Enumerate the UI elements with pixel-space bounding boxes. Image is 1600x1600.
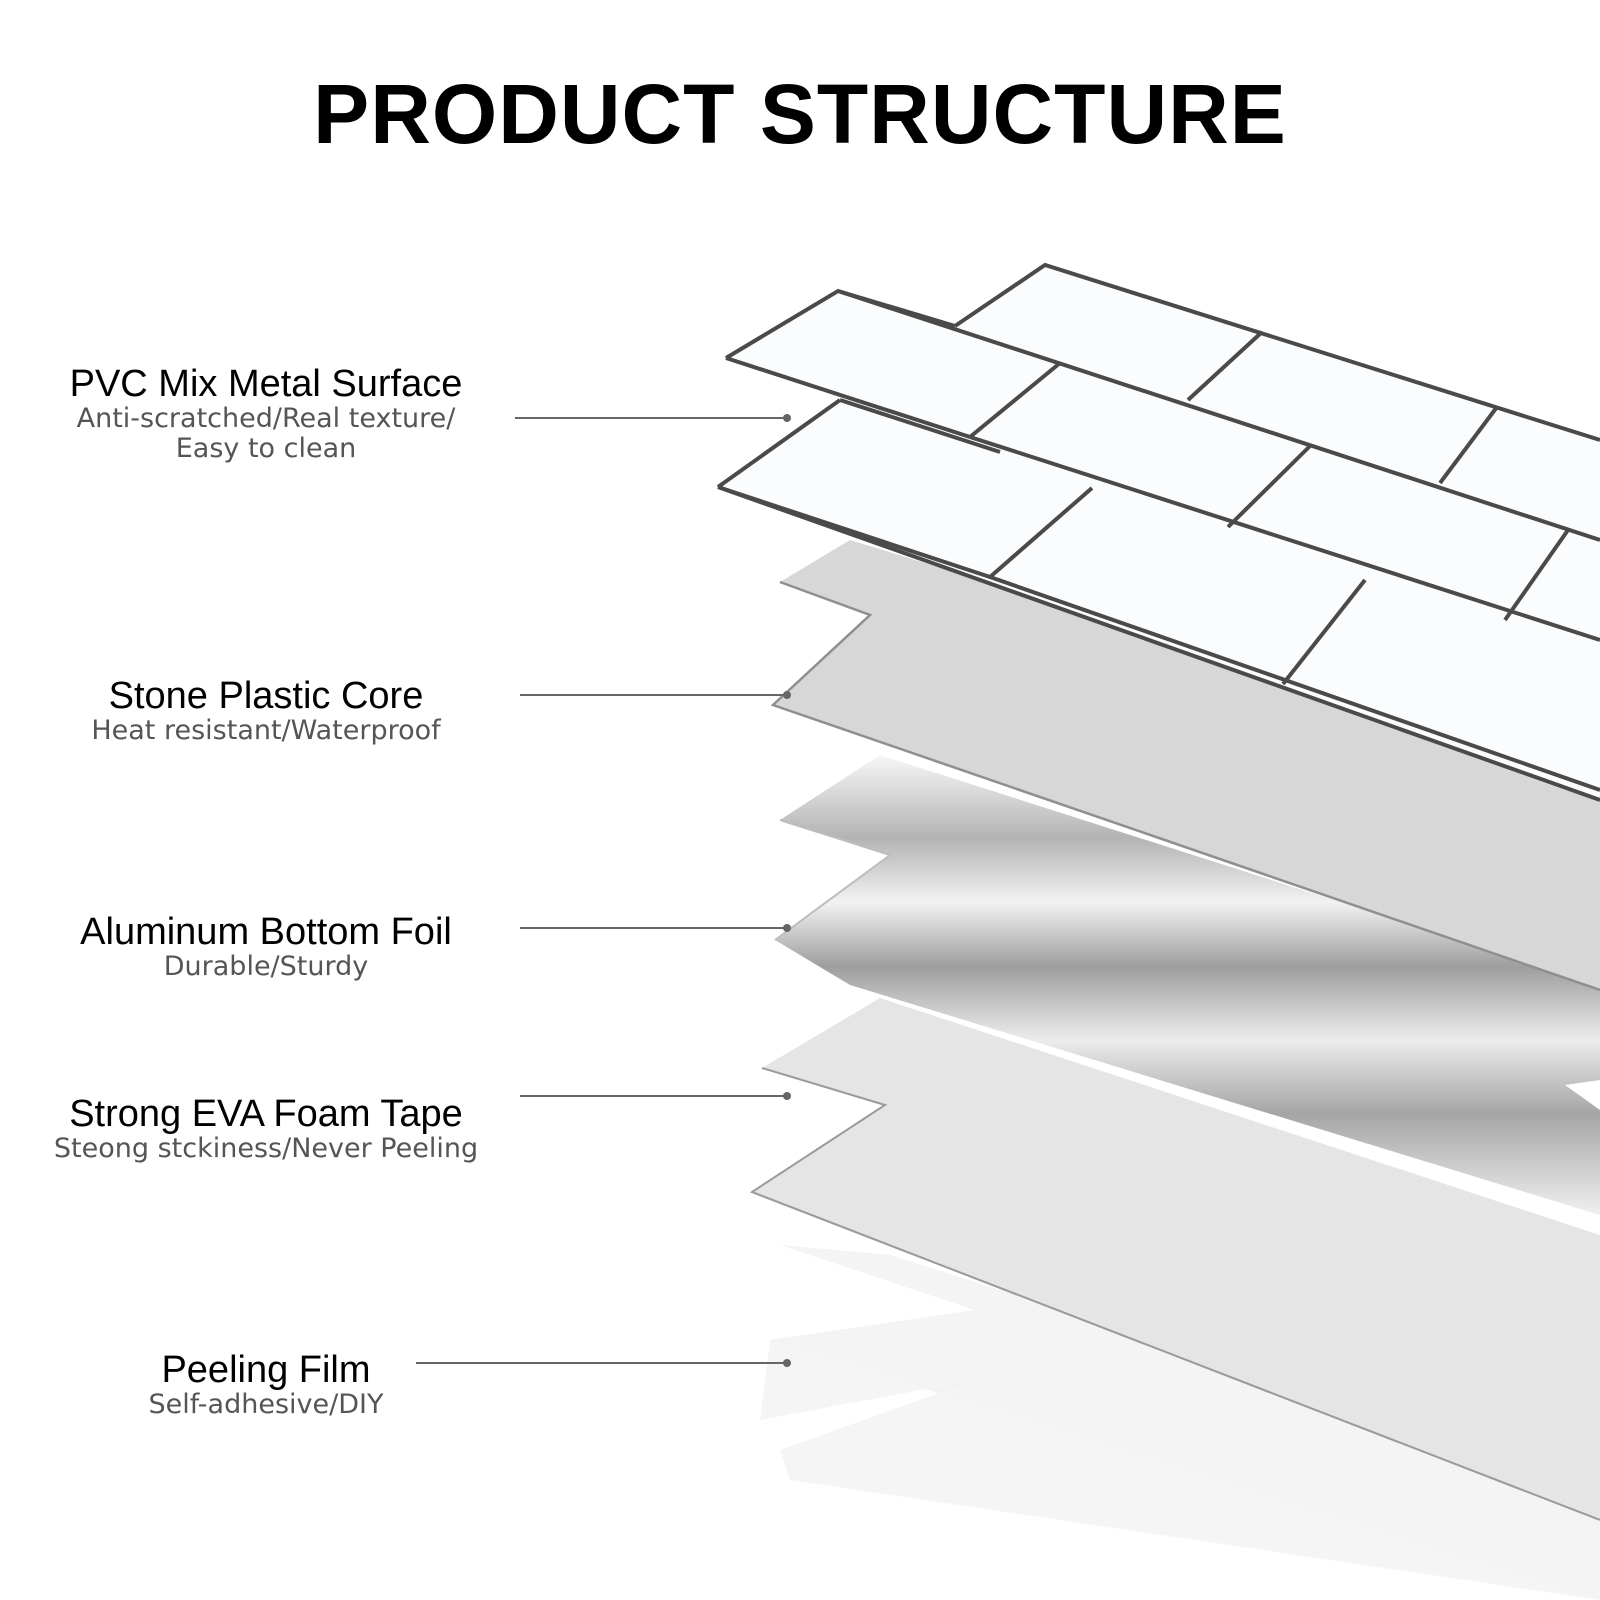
leader-line-stone	[520, 691, 791, 699]
layer-label-aluminum-foil: Aluminum Bottom Foil Durable/Sturdy	[0, 912, 536, 982]
layer-label-pvc-surface: PVC Mix Metal Surface Anti-scratched/Rea…	[0, 364, 536, 464]
layer-name: Aluminum Bottom Foil	[80, 911, 452, 953]
leader-line-peeling	[416, 1359, 791, 1367]
page-title: PRODUCT STRUCTURE	[313, 67, 1287, 161]
pvc-surface-layer	[716, 262, 1600, 802]
stone-core-layer	[770, 540, 1600, 992]
aluminum-foil-layer	[774, 755, 1600, 1215]
layer-description: Steong stckiness/Never Peeling	[53, 1133, 479, 1164]
layer-description: Anti-scratched/Real texture/	[76, 403, 456, 434]
layer-name: Peeling Film	[161, 1349, 371, 1391]
layer-description: Durable/Sturdy	[163, 951, 369, 982]
layer-description: Easy to clean	[175, 433, 357, 464]
layer-description: Self-adhesive/DIY	[148, 1389, 384, 1420]
leader-line-aluminum	[520, 924, 791, 932]
layer-name: Stone Plastic Core	[108, 675, 424, 717]
layer-name: PVC Mix Metal Surface	[69, 363, 463, 405]
leader-line-foam	[520, 1092, 791, 1100]
layer-description: Heat resistant/Waterproof	[91, 715, 441, 746]
layer-label-peeling-film: Peeling Film Self-adhesive/DIY	[0, 1350, 536, 1420]
foam-tape-layer	[749, 998, 1600, 1521]
layer-label-stone-core: Stone Plastic Core Heat resistant/Waterp…	[0, 676, 536, 746]
leader-line-pvc	[515, 414, 791, 422]
layer-name: Strong EVA Foam Tape	[69, 1093, 463, 1135]
peeling-film-layer	[760, 1245, 1600, 1600]
layer-label-foam-tape: Strong EVA Foam Tape Steong stckiness/Ne…	[0, 1094, 536, 1164]
